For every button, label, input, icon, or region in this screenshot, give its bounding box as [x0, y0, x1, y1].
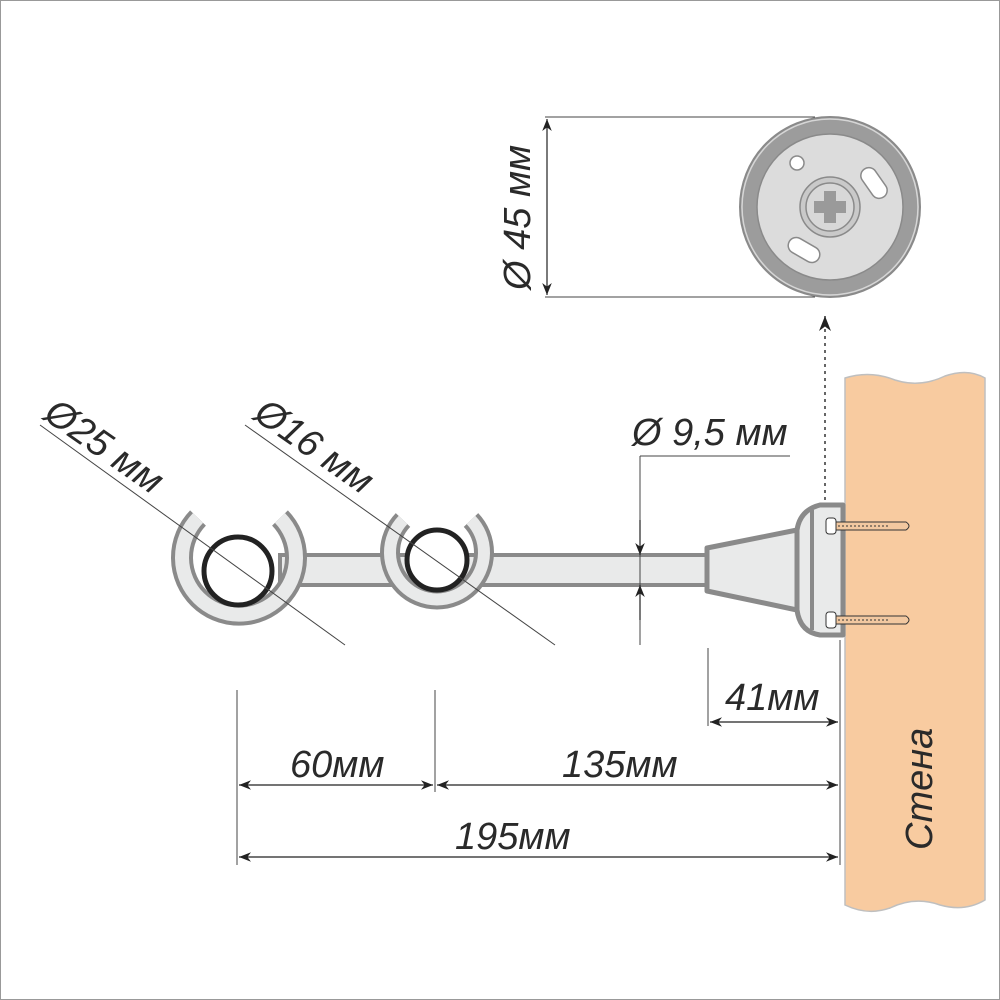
rod-16mm	[404, 527, 470, 593]
mount-hole	[789, 155, 805, 171]
wall: Стена	[844, 371, 986, 913]
total-length-dimension: 195мм	[239, 816, 838, 862]
wall-label: Стена	[899, 728, 941, 850]
ring-spacing-label: 60мм	[290, 744, 384, 786]
base-depth-label: 41мм	[725, 677, 819, 719]
rod-25mm	[201, 534, 275, 608]
mount-slot	[860, 166, 888, 200]
rod-diameter-dimension: Ø 9,5 мм	[630, 412, 790, 645]
bracket-base	[794, 502, 846, 638]
inner-ring-distance-dimension: 135мм	[437, 744, 838, 790]
plate-diameter-label: Ø 45 мм	[497, 145, 539, 292]
ring-holder-outer	[171, 510, 307, 626]
screw-anchor	[825, 611, 910, 629]
screw-anchor	[825, 517, 910, 535]
rod-diameter-label: Ø 9,5 мм	[630, 412, 788, 454]
mount-slot	[787, 236, 821, 264]
total-length-label: 195мм	[455, 816, 571, 858]
inner-ring-distance-label: 135мм	[562, 744, 678, 786]
ring-spacing-dimension: 60мм	[239, 744, 433, 790]
wall-plate-top-view	[739, 116, 921, 298]
bracket-rod	[278, 553, 714, 587]
bracket	[171, 502, 910, 638]
screw-cross-icon	[814, 191, 846, 223]
plate-diameter-dimension: Ø 45 мм	[497, 116, 815, 298]
base-depth-dimension: 41мм	[707, 648, 838, 727]
ring-holder-inner	[380, 513, 494, 610]
